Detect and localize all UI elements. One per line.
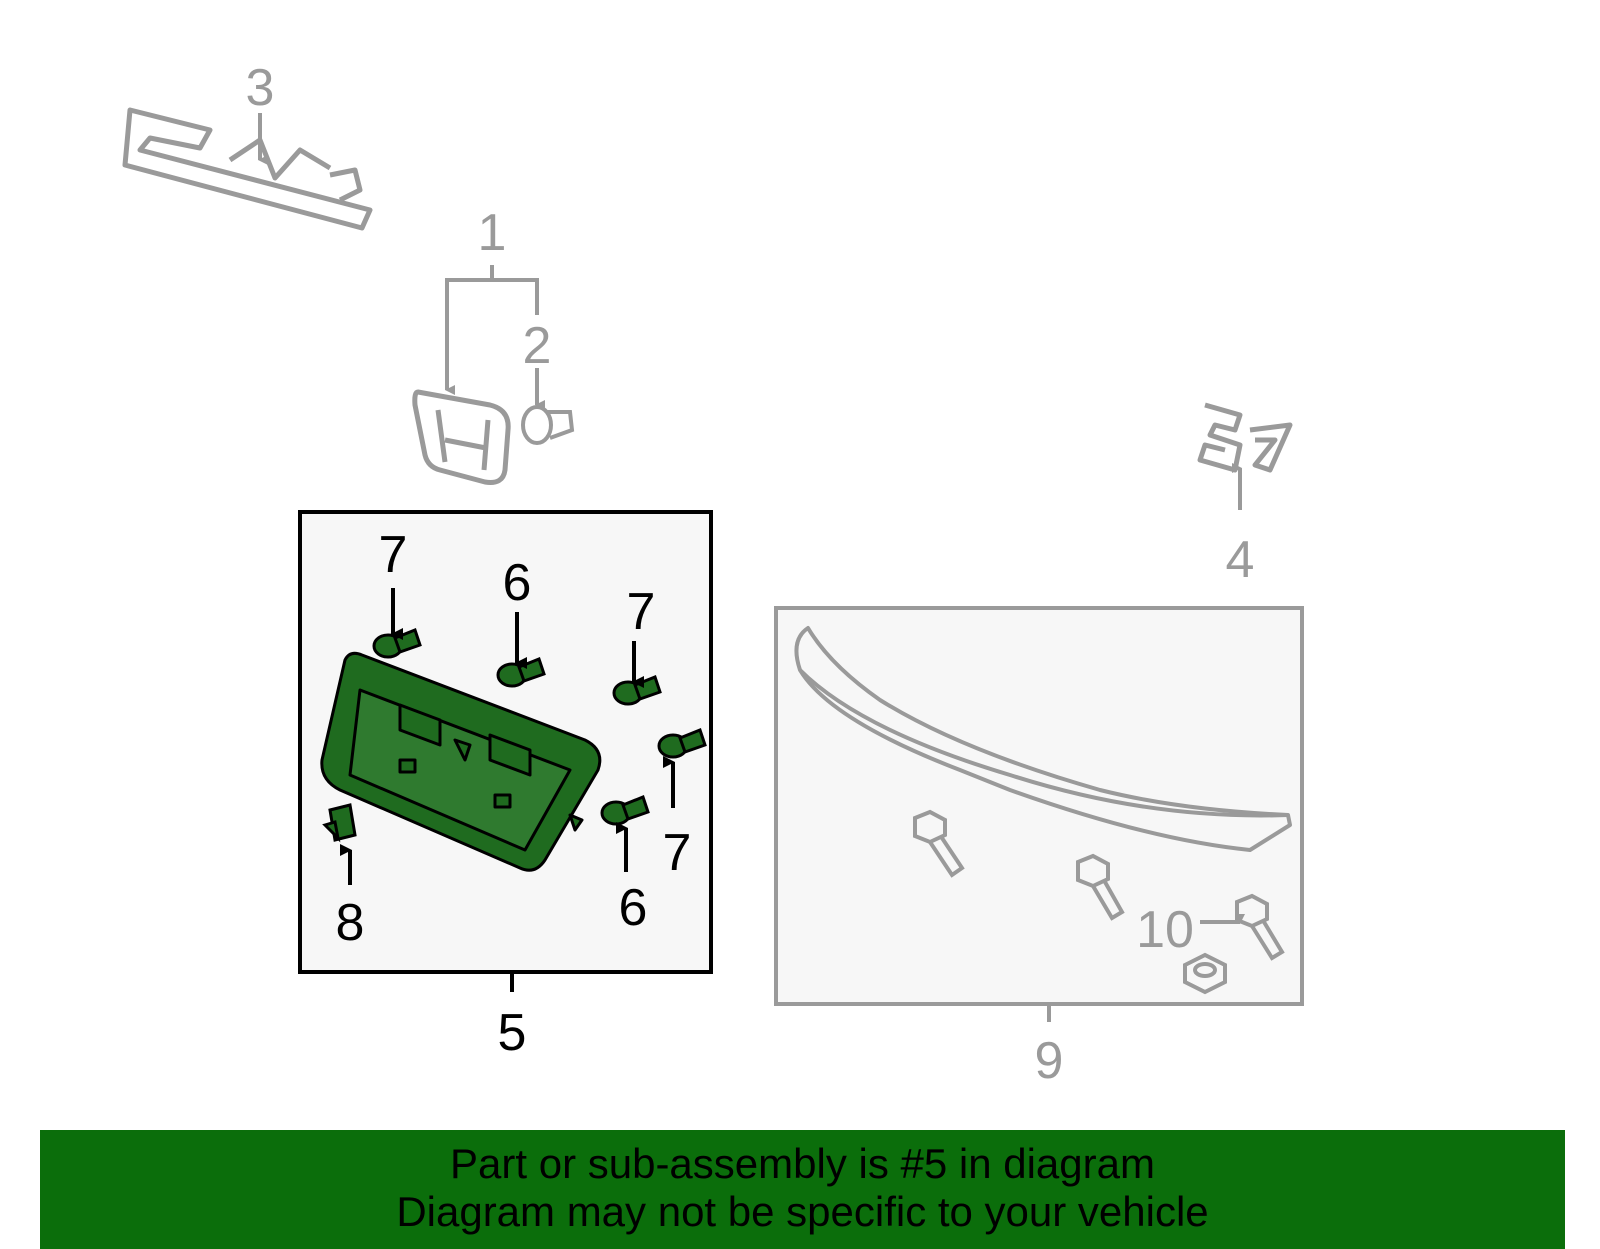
banner-line-1: Part or sub-assembly is #5 in diagram (450, 1140, 1155, 1187)
label-1: 1 (478, 204, 507, 262)
screw-6b (600, 795, 650, 826)
info-banner: Part or sub-assembly is #5 in diagram Di… (40, 1130, 1565, 1249)
label-5: 5 (498, 1004, 527, 1062)
label-3: 3 (246, 59, 275, 117)
label-7a: 7 (379, 526, 408, 584)
banner-line-2: Diagram may not be specific to your vehi… (396, 1188, 1209, 1235)
label-2: 2 (523, 317, 552, 375)
bolt-b (1076, 853, 1125, 921)
screw-7c (657, 728, 707, 759)
screw-7a (372, 628, 422, 659)
si-emblem (1197, 402, 1293, 473)
label-6a: 6 (503, 554, 532, 612)
label-4: 4 (1226, 531, 1255, 589)
bolt-a (913, 809, 965, 878)
civic-emblem (122, 107, 373, 231)
emblem-clip (521, 405, 575, 445)
rear-spoiler (794, 626, 1292, 852)
box-9 (774, 606, 1304, 1006)
label-7c: 7 (663, 824, 692, 882)
label-8: 8 (336, 894, 365, 952)
clip-8 (322, 803, 357, 843)
nut-10 (1183, 952, 1227, 995)
label-6b: 6 (619, 879, 648, 937)
honda-emblem (412, 389, 511, 485)
label-9: 9 (1035, 1032, 1064, 1090)
license-garnish (320, 651, 602, 872)
label-7b: 7 (627, 583, 656, 641)
label-10: 10 (1136, 901, 1194, 959)
